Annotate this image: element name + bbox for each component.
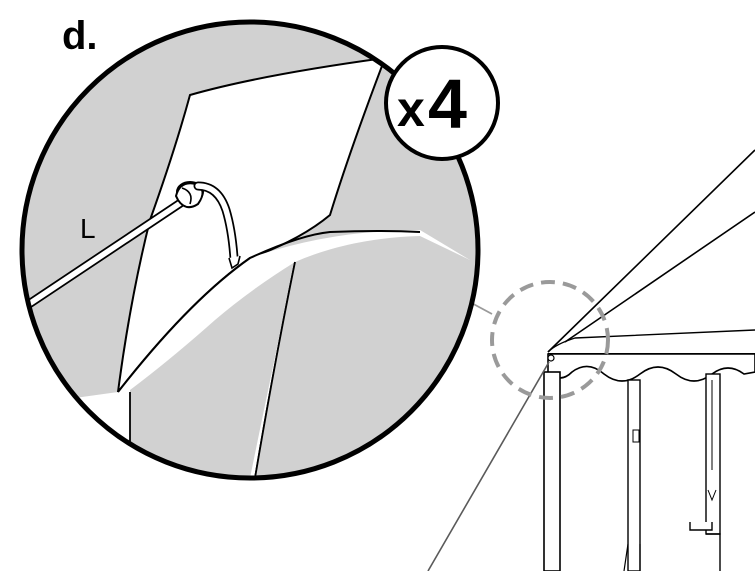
leg-lower	[706, 533, 721, 571]
roof-panel-edge	[547, 329, 755, 353]
repeat-count-badge: x 4	[384, 45, 500, 161]
badge-multiplier-x: x	[397, 81, 425, 137]
detail-callout: L	[19, 19, 481, 481]
focus-dashed-circle	[490, 280, 610, 400]
side-leg-2	[705, 373, 721, 535]
leg-strap-detail	[707, 380, 717, 502]
leg-bracket-1	[632, 429, 640, 443]
guy-rope-leader-line	[427, 361, 550, 572]
knot-icon	[174, 181, 241, 270]
tent-corner-view	[543, 149, 755, 572]
roof-seam-line	[564, 211, 755, 343]
foot-plate	[689, 522, 713, 531]
rope-label: L	[80, 213, 96, 244]
grommet-icon	[547, 354, 555, 362]
badge-multiplier-number: 4	[428, 65, 467, 143]
badge-circle	[384, 45, 500, 161]
step-label: d.	[62, 14, 98, 58]
wall-top-edge	[117, 230, 421, 393]
corner-leg	[543, 371, 561, 572]
detail-circle-border	[19, 19, 481, 481]
wall-fold-lines	[623, 543, 641, 572]
roof-ridge-line	[547, 149, 755, 353]
side-leg-1	[627, 379, 641, 572]
scalloped-valance	[547, 353, 755, 382]
